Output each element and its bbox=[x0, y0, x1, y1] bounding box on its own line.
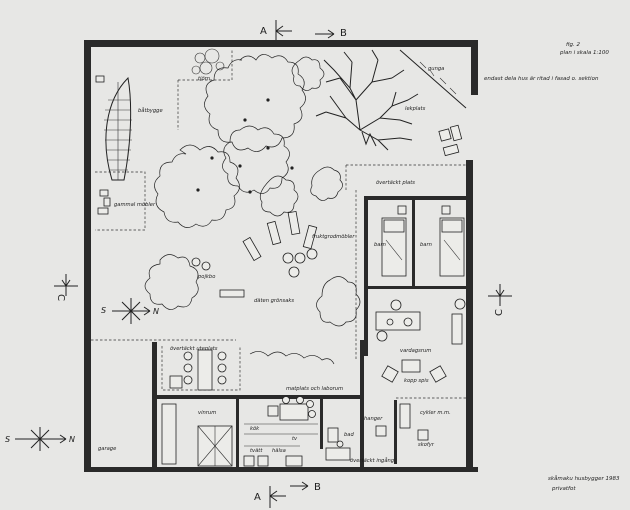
label-matplats-och-laborum: matplats och laborum bbox=[286, 386, 343, 392]
label-barn-2: barn bbox=[420, 242, 432, 248]
section-c-left-arrow bbox=[54, 274, 78, 296]
compass-inner-s: S bbox=[101, 306, 106, 315]
sofa bbox=[375, 311, 421, 331]
footer-line2: privatfot bbox=[551, 486, 576, 492]
label-hanger: hanger bbox=[364, 416, 383, 422]
label-gammal-mobler: gammal möbler bbox=[114, 202, 156, 208]
footer-line1: skåmaku husbygger 1983 bbox=[548, 475, 620, 482]
play-tree: lekplats gunga bbox=[315, 49, 467, 157]
label-tv: tv bbox=[292, 436, 298, 442]
compass-outer-s: S bbox=[5, 435, 10, 444]
label-overtackt-plats: övertäckt plats bbox=[376, 180, 415, 186]
section-marker-top: A B bbox=[260, 20, 347, 42]
label-lekplats: lekplats bbox=[405, 106, 426, 112]
boundary-wall-right bbox=[466, 160, 473, 472]
section-marker-left: C bbox=[54, 274, 78, 301]
label-kok: kök bbox=[250, 426, 260, 432]
compass-inner-n: N bbox=[153, 307, 159, 316]
section-marker-bottom: A B bbox=[254, 481, 321, 508]
boundary-wall-bottom bbox=[84, 467, 478, 472]
compass-outer-n: N bbox=[69, 435, 75, 444]
figure-caption: fig. 2 plan i skala 1:100 endast dela hu… bbox=[484, 42, 609, 82]
section-marker-right: C bbox=[488, 284, 512, 316]
section-c-right-label: C bbox=[494, 309, 505, 316]
label-daten-gronsaks: däten grönsaks bbox=[254, 298, 294, 304]
label-skofyr: skofyr bbox=[418, 442, 435, 448]
dining-table bbox=[279, 403, 309, 421]
label-tjorn: tjörn bbox=[198, 76, 210, 82]
house-south-wing: övertäckt uteplats matplats och laborum … bbox=[152, 340, 466, 470]
house-east-wing: övertäckt plats barn barn vardagsrum kop… bbox=[345, 164, 468, 384]
section-a-bottom-label: A bbox=[254, 492, 261, 503]
label-tvatt: tvätt bbox=[250, 448, 263, 454]
label-gunga: gunga bbox=[428, 66, 444, 72]
label-garage: garage bbox=[98, 446, 116, 452]
section-b-bottom-label: B bbox=[314, 482, 321, 493]
section-c-right-arrow bbox=[488, 284, 512, 306]
label-vinrum: vinrum bbox=[198, 410, 216, 416]
section-b-top-arrow bbox=[315, 29, 335, 39]
figure-note: endast dela hus är ritad i fasad o. sekt… bbox=[484, 76, 599, 82]
label-batbygge: båtbygge bbox=[138, 107, 163, 114]
label-fruktgrodmoblar: fruktgrodmöbler bbox=[312, 234, 355, 240]
boundary-wall-top bbox=[84, 40, 478, 47]
section-a-top-arrow bbox=[275, 20, 292, 42]
boat-building: båtbygge bbox=[95, 75, 163, 181]
old-furniture: gammal möbler bbox=[97, 189, 156, 215]
label-cykler: cykler m.m. bbox=[420, 410, 451, 416]
boundary-wall-left bbox=[84, 40, 91, 472]
label-pojkbo: pojkbo bbox=[197, 274, 215, 280]
label-bad: bad bbox=[344, 432, 354, 438]
garden-tree-canopy bbox=[144, 54, 361, 327]
section-c-left-label: C bbox=[55, 294, 66, 301]
pond-area: tjörn bbox=[191, 48, 225, 82]
fruit-garden-furniture: fruktgrodmöbler däten grönsaks pojkbo bbox=[191, 211, 355, 304]
compass-inner-rose bbox=[112, 298, 150, 324]
figure-number: fig. 2 bbox=[566, 42, 581, 48]
compass-outer-rose bbox=[15, 427, 66, 451]
section-b-bottom-arrow bbox=[290, 481, 309, 491]
figure-scale: plan i skala 1:100 bbox=[559, 50, 609, 56]
plot-boundary bbox=[84, 40, 478, 472]
label-barn-1: barn bbox=[374, 242, 386, 248]
label-kopp-spis: kopp spis bbox=[404, 378, 429, 384]
signature-block: skåmaku husbygger 1983 privatfot bbox=[548, 475, 620, 492]
section-a-bottom-arrow bbox=[269, 486, 286, 508]
section-a-top-label: A bbox=[260, 26, 267, 37]
label-halsa: hälsa bbox=[272, 448, 286, 454]
boundary-wall-right-top bbox=[471, 40, 478, 95]
label-overtackt-ingang: övertäckt ingång bbox=[350, 457, 395, 464]
label-vardagsrum: vardagsrum bbox=[400, 348, 431, 354]
compass-inner: S N bbox=[101, 298, 159, 324]
garage: garage bbox=[98, 446, 116, 452]
compass-outer: S N bbox=[5, 427, 75, 451]
label-overtackt-uteplats: övertäckt uteplats bbox=[170, 346, 218, 352]
section-b-top-label: B bbox=[340, 28, 347, 39]
